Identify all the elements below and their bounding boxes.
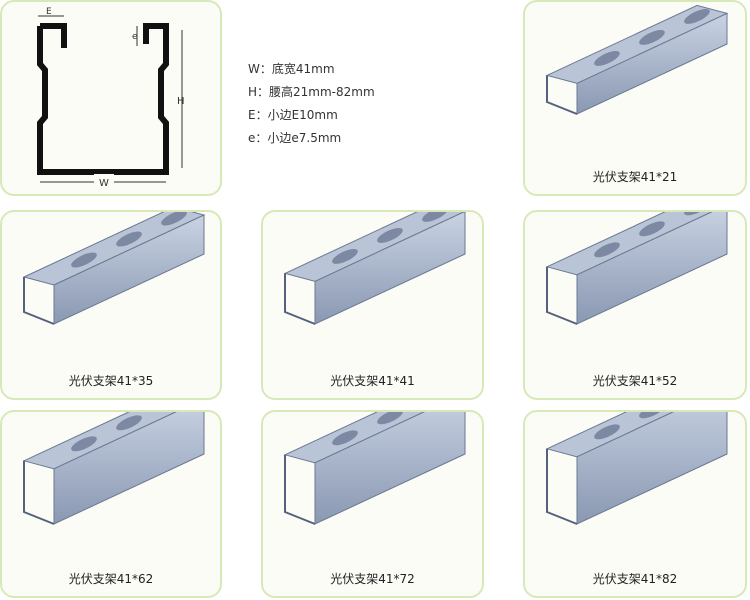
dim-e-label: E bbox=[46, 7, 52, 17]
dim-h-label: H bbox=[177, 96, 185, 107]
channel-image bbox=[22, 212, 206, 325]
slot-hole bbox=[594, 242, 620, 258]
spec-flange-e: E：小边E10mm bbox=[248, 108, 338, 122]
channel-image bbox=[22, 412, 205, 525]
product-label: 光伏支架41*62 bbox=[68, 572, 154, 586]
channel-image bbox=[545, 412, 728, 525]
dim-small-e-label: e bbox=[132, 32, 138, 42]
product-card: 光伏支架41*82 bbox=[523, 410, 747, 598]
slot-hole bbox=[161, 212, 187, 226]
dim-w-label: W bbox=[99, 178, 109, 189]
slot-hole bbox=[594, 50, 620, 66]
product-card: 光伏支架41*35 bbox=[0, 210, 222, 400]
slot-hole bbox=[332, 430, 358, 446]
product-label: 光伏支架41*52 bbox=[592, 374, 678, 388]
slot-hole bbox=[71, 252, 97, 268]
channel-image bbox=[283, 212, 466, 325]
product-label: 光伏支架41*41 bbox=[330, 374, 415, 388]
product-label: 光伏支架41*82 bbox=[592, 572, 678, 586]
product-card: 光伏支架41*52 bbox=[523, 210, 747, 400]
c-channel-cross-section-diagram: E e H W bbox=[37, 7, 185, 189]
slot-hole bbox=[639, 29, 665, 45]
slot-hole bbox=[422, 212, 448, 222]
spec-height: H：腰高21mm-82mm bbox=[248, 85, 375, 99]
channel-image bbox=[545, 212, 728, 325]
slot-hole bbox=[639, 221, 665, 237]
slot-hole bbox=[639, 412, 665, 419]
spec-flange-small-e: e：小边e7.5mm bbox=[248, 131, 342, 145]
spec-list: W：底宽41mm H：腰高21mm-82mm E：小边E10mm e：小边e7.… bbox=[248, 58, 375, 150]
channel-image bbox=[283, 412, 466, 525]
product-card: 光伏支架41*41 bbox=[261, 210, 484, 400]
slot-hole bbox=[71, 436, 97, 452]
slot-hole bbox=[116, 231, 142, 247]
slot-hole bbox=[594, 424, 620, 440]
product-label: 光伏支架41*35 bbox=[68, 374, 154, 388]
product-label: 光伏支架41*21 bbox=[592, 170, 678, 184]
slot-hole bbox=[377, 227, 403, 243]
product-card: 光伏支架41*21 bbox=[523, 0, 747, 196]
product-card: 光伏支架41*62 bbox=[0, 410, 222, 598]
slot-hole bbox=[332, 248, 358, 264]
spec-width: W：底宽41mm bbox=[248, 62, 335, 76]
channel-image bbox=[545, 4, 729, 115]
product-card: 光伏支架41*72 bbox=[261, 410, 484, 598]
slot-hole bbox=[377, 412, 403, 425]
profile-diagram-card: E e H W bbox=[0, 0, 222, 196]
slot-hole bbox=[684, 8, 710, 24]
product-label: 光伏支架41*72 bbox=[330, 572, 415, 586]
slot-hole bbox=[116, 415, 142, 431]
